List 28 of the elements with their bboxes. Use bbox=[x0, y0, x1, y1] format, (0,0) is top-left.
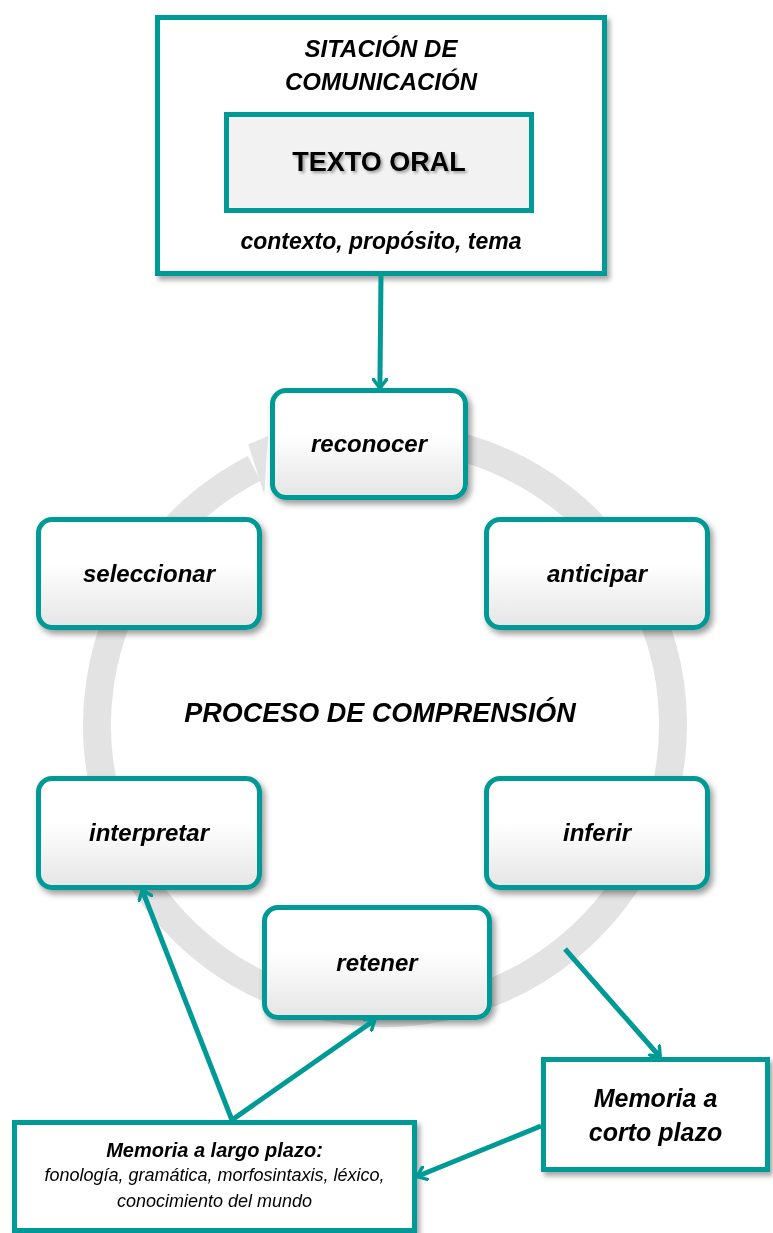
box-label: interpretar bbox=[87, 818, 211, 848]
box-label: reconocer bbox=[309, 429, 429, 459]
process-box bbox=[484, 517, 710, 630]
process-box bbox=[270, 388, 468, 500]
box-title: TEXTO ORAL bbox=[292, 147, 466, 178]
box-label: Memoria a corto plazo bbox=[587, 1082, 724, 1148]
arrow bbox=[563, 947, 662, 1059]
process-box bbox=[36, 517, 262, 630]
memory-box bbox=[12, 1120, 417, 1233]
memory-box bbox=[541, 1057, 770, 1172]
box-body: fonología, gramática, morfosintaxis, léxico, conocimiento del mundo bbox=[43, 1164, 386, 1213]
heading: SITACIÓN DE COMUNICACIÓN bbox=[284, 34, 479, 97]
box-label: seleccionar bbox=[81, 558, 217, 589]
arrow bbox=[137, 888, 235, 1121]
process-box bbox=[484, 776, 710, 890]
text-box bbox=[224, 112, 534, 213]
box-title: Memoria a largo plazo: bbox=[106, 1139, 323, 1162]
arrow bbox=[230, 1017, 377, 1123]
box-label: inferir bbox=[562, 818, 633, 848]
box-label: retener bbox=[335, 947, 420, 978]
center-label: PROCESO DE COMPRENSIÓN bbox=[184, 697, 576, 729]
subtitle: contexto, propósito, tema bbox=[240, 228, 522, 255]
box-label: anticipar bbox=[546, 558, 649, 589]
situation-frame bbox=[155, 15, 607, 276]
process-box bbox=[262, 905, 492, 1020]
arrow bbox=[371, 275, 389, 390]
process-box bbox=[36, 776, 262, 890]
arrow bbox=[415, 1123, 542, 1182]
